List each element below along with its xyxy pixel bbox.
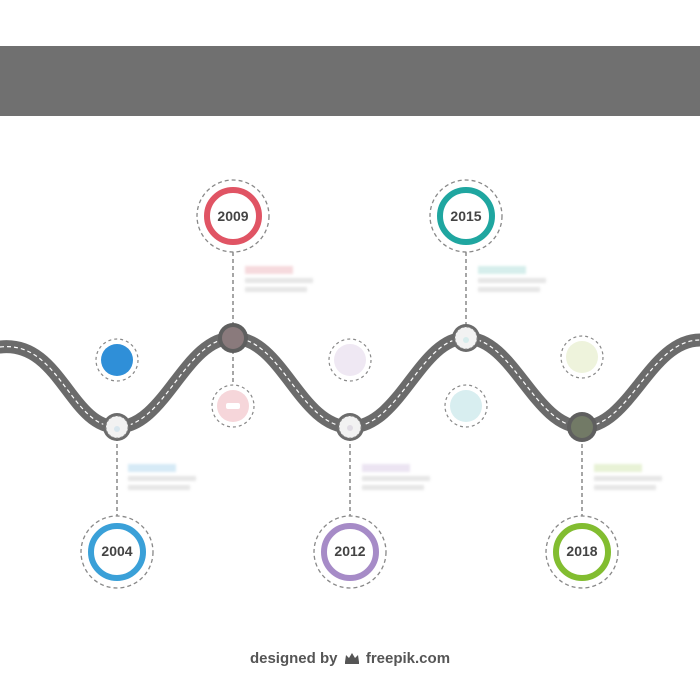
placeholder-text-2015: [478, 266, 546, 292]
year-label-2018: 2018: [566, 543, 598, 559]
junction-node-2012: [336, 413, 364, 441]
year-label-2012: 2012: [334, 543, 366, 559]
freepik-crown-icon: [344, 653, 359, 664]
freepik-credit: designed by freepik.com: [0, 650, 700, 667]
year-badge-2018: [545, 515, 619, 589]
year-label-2004: 2004: [101, 543, 133, 559]
connector-lines: [116, 252, 583, 516]
icon-bubble-2012: [328, 338, 372, 382]
year-badge-2015: [429, 179, 503, 253]
placeholder-text-2012: [362, 464, 430, 490]
credit-prefix: designed by: [249, 650, 338, 667]
icon-bubble-2018: [560, 335, 604, 379]
credit-brand: freepik.com: [365, 650, 451, 667]
year-label-2015: 2015: [450, 208, 482, 224]
year-badge-2004: [80, 515, 154, 589]
junction-node-2015: [452, 324, 480, 352]
icon-bubble-2015: [444, 384, 488, 428]
placeholder-text-2009: [245, 266, 313, 292]
title-banner: [0, 46, 700, 116]
year-badge-2012: [313, 515, 387, 589]
junction-node-2004: [103, 413, 131, 441]
placeholder-text-2018: [594, 464, 662, 490]
junction-node-2018: [567, 412, 597, 442]
junction-node-2009: [218, 323, 248, 353]
icon-bubble-2009: [211, 384, 255, 428]
icon-bubble-2004: [95, 338, 139, 382]
year-label-2009: 2009: [217, 208, 249, 224]
year-badge-2009: [196, 179, 270, 253]
placeholder-text-2004: [128, 464, 196, 490]
